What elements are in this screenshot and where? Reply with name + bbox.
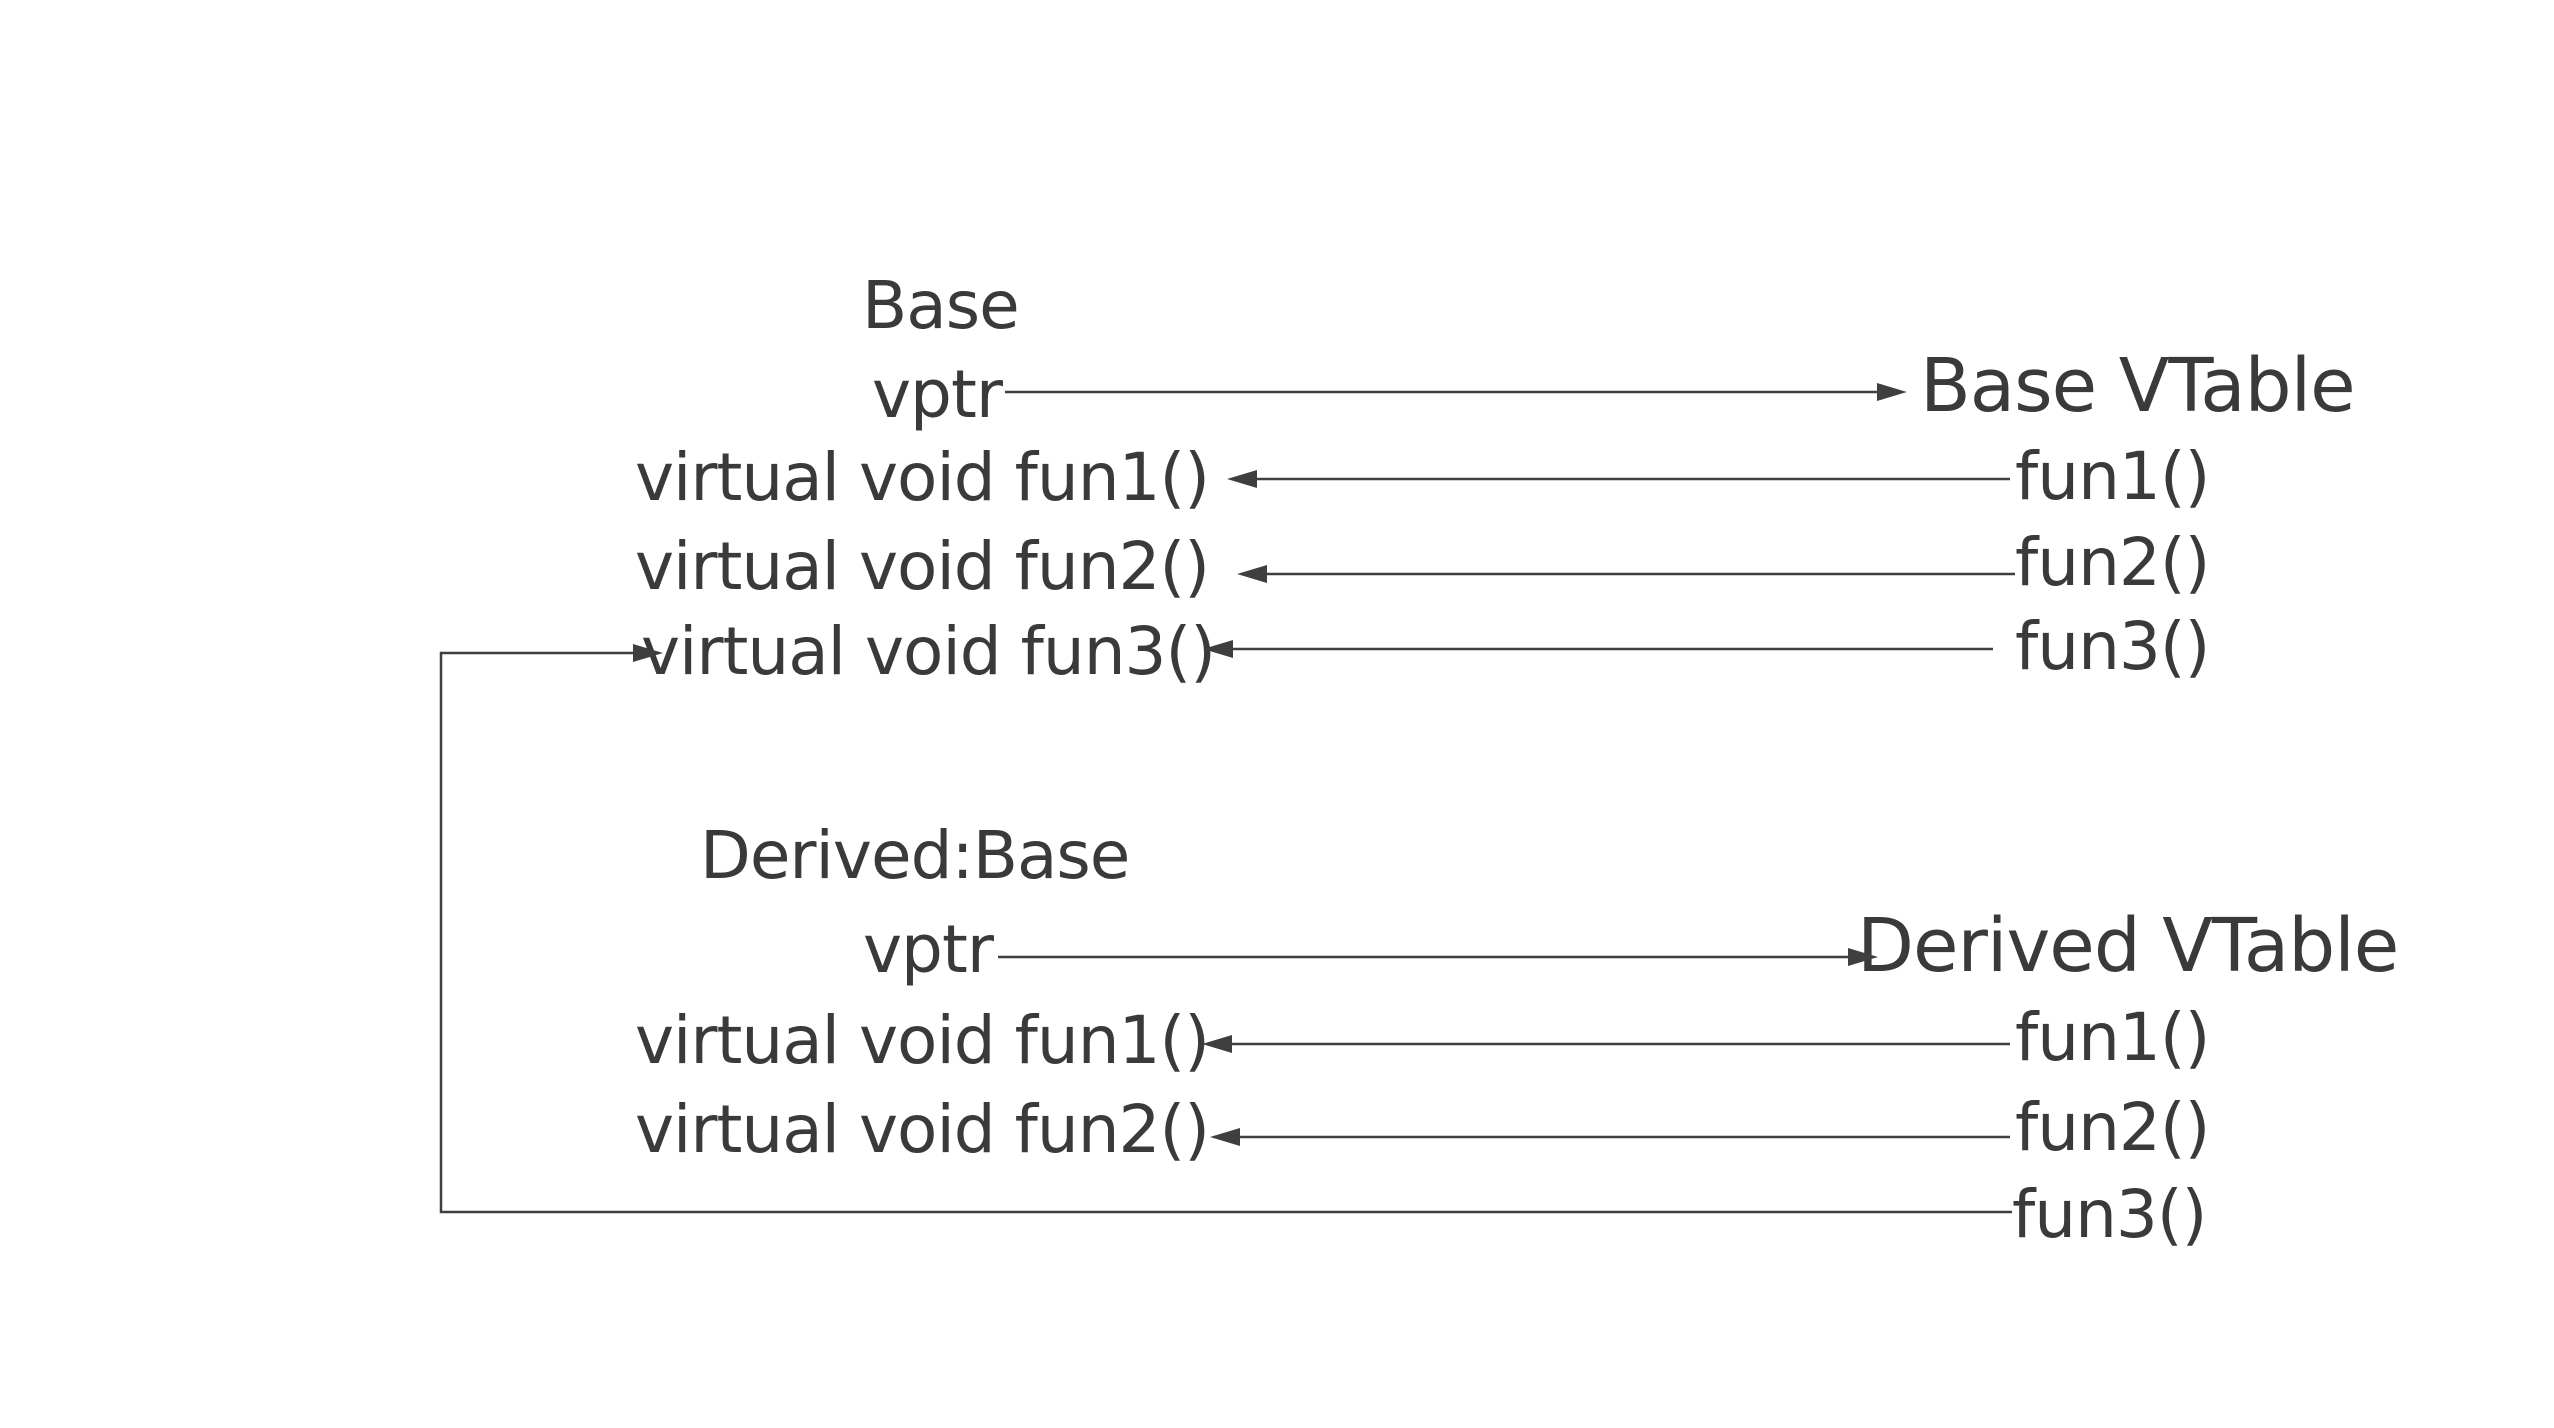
derived-vtable-fun1: fun1() — [2015, 999, 2210, 1076]
derived-class-vptr: vptr — [863, 911, 994, 988]
base-vtable-title: Base VTable — [1920, 343, 2356, 429]
arrow-derived-vtable-fun1-to-derived-fun1 — [1202, 1035, 2010, 1053]
base-class-fun1: virtual void fun1() — [635, 439, 1210, 516]
base-class-title: Base — [862, 267, 1020, 344]
arrow-base-vtable-fun1-to-base-fun1-head — [1227, 470, 1257, 488]
base-vtable-fun3: fun3() — [2015, 608, 2210, 685]
derived-class-title: Derived:Base — [700, 817, 1130, 894]
arrow-derived-vptr-to-derived-vtable — [998, 948, 1878, 966]
derived-class-fun2: virtual void fun2() — [635, 1091, 1210, 1168]
base-class-fun3: virtual void fun3() — [641, 613, 1216, 690]
arrow-base-vtable-fun3-to-base-fun3 — [1203, 640, 1993, 658]
arrow-base-vptr-to-base-vtable-head — [1877, 383, 1907, 401]
base-class-vptr: vptr — [872, 356, 1003, 433]
derived-vtable-title: Derived VTable — [1857, 903, 2399, 989]
base-vtable-fun2: fun2() — [2015, 524, 2210, 601]
arrow-base-vptr-to-base-vtable — [1005, 383, 1907, 401]
arrow-base-vtable-fun2-to-base-fun2-head — [1237, 565, 1267, 583]
derived-vtable-fun3: fun3() — [2012, 1176, 2207, 1253]
arrow-base-vtable-fun1-to-base-fun1 — [1227, 470, 2010, 488]
arrow-derived-vtable-fun2-to-derived-fun2-head — [1210, 1128, 1240, 1146]
base-vtable-fun1: fun1() — [2015, 438, 2210, 515]
arrow-derived-vtable-fun2-to-derived-fun2 — [1210, 1128, 2010, 1146]
arrow-base-vtable-fun2-to-base-fun2 — [1237, 565, 2015, 583]
derived-vtable-fun2: fun2() — [2015, 1089, 2210, 1166]
derived-class-fun1: virtual void fun1() — [635, 1002, 1210, 1079]
base-class-fun2: virtual void fun2() — [635, 528, 1210, 605]
